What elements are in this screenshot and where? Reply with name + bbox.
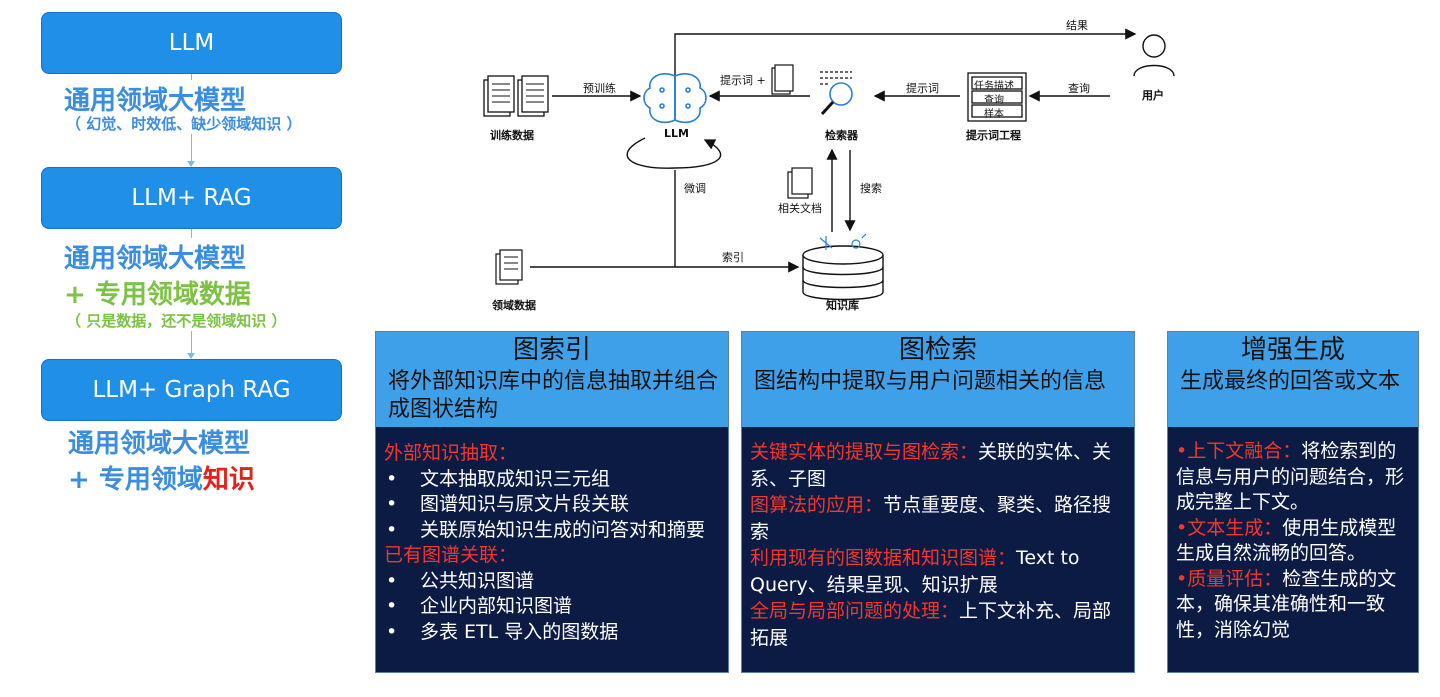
search-label: 搜索 [860, 182, 882, 195]
group-heading: 外部知识抽取： [384, 442, 518, 464]
prompt-plus-label: 提示词 + [720, 74, 766, 87]
prompt-doc-icon [771, 64, 794, 95]
para-highlight: 关键实体的提取与图检索： [750, 441, 979, 463]
prompt-eng-icon [967, 72, 1027, 122]
para: •质量评估：检查生成的文本，确保其准确性和一致性，消除幻觉 [1176, 567, 1412, 644]
list-item: • 关联原始知识生成的问答对和摘要 [384, 518, 724, 544]
stage3-line2-prefix: + 专用领域 [68, 465, 203, 495]
stage3-line1: 通用领域大模型 [68, 429, 251, 459]
result-label: 结果 [1066, 19, 1088, 32]
related-docs-icon [787, 167, 813, 199]
list-item: • 公共知识图谱 [384, 569, 724, 595]
panel-desc: 图结构中提取与用户问题相关的信息 [754, 369, 1107, 394]
para: 图算法的应用：节点重要度、聚类、路径搜索 [750, 492, 1124, 545]
prompt-row-1: 查询 [984, 95, 1004, 106]
list-item-text: 关联原始知识生成的问答对和摘要 [420, 518, 706, 541]
knowledge-base-icon [802, 233, 884, 301]
stage2-note: （ 只是数据，还不是领域知识 ） [66, 310, 287, 331]
finetune-loop [626, 137, 722, 169]
bullet: • [386, 467, 398, 490]
para: 关键实体的提取与图检索：关联的实体、关系、子图 [750, 439, 1124, 492]
prompt-eng-label: 提示词工程 [966, 129, 1021, 142]
panel-graph-retrieval: 图检索 图结构中提取与用户问题相关的信息 关键实体的提取与图检索：关联的实体、关… [741, 331, 1135, 673]
para-highlight: 利用现有的图数据和知识图谱： [750, 547, 1017, 569]
user-icon [1133, 34, 1175, 77]
stage-rag-box: LLM+ RAG [41, 167, 342, 229]
llm-label: LLM [664, 127, 689, 140]
panel-title: 增强生成 [1240, 335, 1345, 365]
stage-llm-box: LLM [41, 12, 342, 74]
stage-graph-rag-label: LLM+ Graph RAG [92, 377, 291, 403]
para-highlight: •文本生成： [1176, 516, 1283, 539]
group-heading: 已有图谱关联： [384, 544, 518, 566]
train-data-label: 训练数据 [490, 129, 534, 142]
bullet: • [386, 493, 398, 515]
llm-brain-icon [643, 73, 707, 124]
stage-graph-rag-box: LLM+ Graph RAG [41, 359, 342, 421]
panel-augmented-generation: 增强生成 生成最终的回答或文本 •上下文融合：将检索到的信息与用户的问题结合，形… [1167, 331, 1419, 673]
related-docs-label: 相关文档 [778, 202, 822, 215]
stage1-note: （ 幻觉、时效低、缺少领域知识 ） [66, 113, 302, 134]
stage3-line2-red: 知识 [202, 465, 255, 495]
domain-data-icon [495, 249, 523, 285]
panel-title: 图索引 [512, 335, 591, 365]
index-label: 索引 [722, 251, 744, 264]
user-label: 用户 [1142, 89, 1164, 102]
stage1-line1: 通用领域大模型 [64, 80, 247, 117]
list-item-text: 企业内部知识图谱 [420, 595, 573, 617]
domain-data-label: 领域数据 [492, 299, 536, 312]
panel-graph-index: 图索引 将外部知识库中的信息抽取并组合成图状结构 外部知识抽取： • 文本抽取成知… [375, 331, 729, 673]
para: 全局与局部问题的处理：上下文补充、局部拓展 [750, 598, 1124, 651]
para-text: 关联的实体、关系、子图 [750, 441, 1112, 490]
training-data-icon [483, 75, 549, 117]
stage3-line2: + 专用领域知识 [68, 459, 255, 496]
stage-llm-label: LLM [168, 30, 215, 56]
para: •文本生成：使用生成模型生成自然流畅的回答。 [1176, 516, 1412, 567]
retriever-label: 检索器 [825, 129, 858, 142]
list-item: • 多表 ETL 导入的图数据 [384, 620, 724, 646]
bullet: • [386, 518, 398, 541]
retriever-icon [820, 71, 853, 116]
para-text: Text to Query、结果呈现、知识扩展 [750, 547, 1080, 596]
prompt-label: 提示词 [906, 82, 939, 95]
para-highlight: 全局与局部问题的处理： [750, 600, 960, 622]
list-item: • 企业内部知识图谱 [384, 594, 724, 620]
panel-desc: 生成最终的回答或文本 [1180, 369, 1401, 394]
list-item-text: 多表 ETL 导入的图数据 [420, 620, 619, 643]
stage2-line2: + 专用领域数据 [64, 274, 251, 311]
result-line [674, 28, 1137, 76]
kb-label: 知识库 [826, 299, 859, 312]
list-item-text: 公共知识图谱 [420, 569, 535, 592]
panel-title: 图检索 [898, 335, 977, 365]
finetune-label: 微调 [684, 182, 706, 195]
bullet: • [386, 595, 398, 617]
para-text: 节点重要度、聚类、路径搜索 [750, 494, 1112, 543]
para-text: 将检索到的信息与用户的问题结合，形成完整上下文。 [1176, 440, 1405, 513]
list-item-text: 文本抽取成知识三元组 [420, 467, 611, 490]
para-highlight: •上下文融合： [1176, 440, 1302, 462]
para: 利用现有的图数据和知识图谱：Text to Query、结果呈现、知识扩展 [750, 545, 1124, 598]
query-label: 查询 [1068, 82, 1090, 95]
rag-flow-diagram [483, 28, 1175, 301]
list-item: • 文本抽取成知识三元组 [384, 467, 724, 493]
para: •上下文融合：将检索到的信息与用户的问题结合，形成完整上下文。 [1176, 439, 1412, 516]
stage-rag-label: LLM+ RAG [131, 185, 252, 211]
stage2-line1: 通用领域大模型 [64, 238, 247, 275]
list-item: • 图谱知识与原文片段关联 [384, 492, 724, 518]
panel-desc: 将外部知识库中的信息抽取并组合成图状结构 [388, 369, 719, 422]
bullet: • [386, 620, 398, 643]
list-item-text: 图谱知识与原文片段关联 [420, 493, 630, 515]
para-text: 检查生成的文本，确保其准确性和一致性，消除幻觉 [1176, 567, 1397, 641]
prompt-row-0: 任务描述 [974, 81, 1014, 92]
prompt-row-2: 样本 [984, 109, 1004, 120]
para-highlight: •质量评估： [1176, 567, 1283, 590]
bullet: • [386, 569, 398, 592]
pretrain-label: 预训练 [583, 82, 616, 95]
para-highlight: 图算法的应用： [750, 494, 884, 516]
para-text: 使用生成模型生成自然流畅的回答。 [1176, 516, 1397, 565]
para-text: 上下文补充、局部拓展 [750, 600, 1112, 649]
